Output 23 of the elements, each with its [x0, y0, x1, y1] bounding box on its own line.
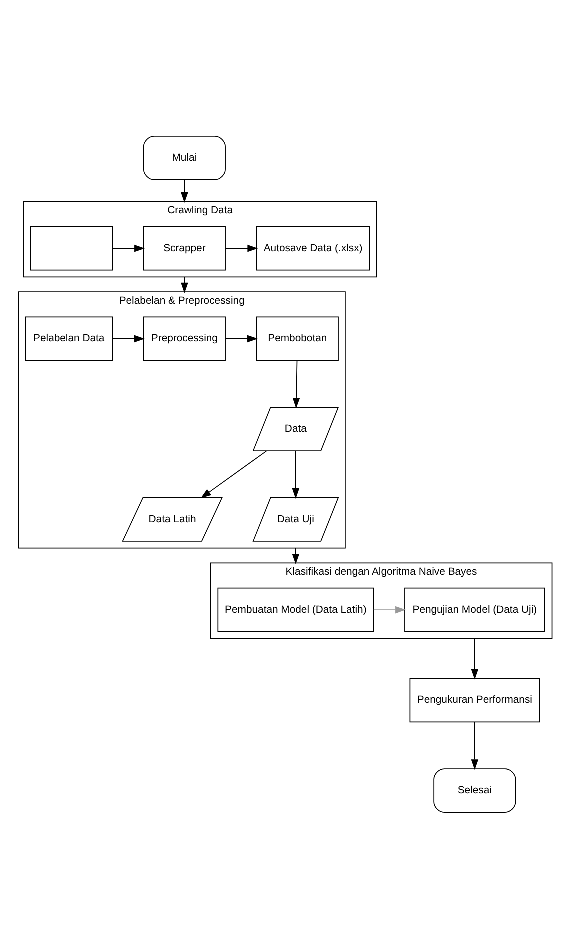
node-box: Pembuatan Model (Data Latih): [218, 587, 374, 632]
node-box: Preprocessing: [143, 316, 226, 361]
arrow: [112, 244, 145, 252]
arrow: [373, 606, 406, 614]
arrow: [112, 334, 145, 342]
arrow: [471, 638, 479, 680]
node-box: Pembobotan: [256, 316, 339, 361]
arrow: [225, 244, 258, 252]
arrow: [200, 450, 268, 498]
node-box: Selesai: [434, 768, 516, 812]
arrow: [292, 360, 300, 408]
arrow: [181, 179, 188, 202]
node-box: Scrapper: [143, 226, 226, 270]
arrow: [292, 547, 300, 564]
arrow: [225, 334, 258, 342]
node-box: Pengukuran Performansi: [410, 678, 540, 722]
node-box: Pengujian Model (Data Uji): [404, 587, 546, 632]
node-box: [30, 226, 114, 270]
arrow: [471, 721, 479, 770]
arrow: [292, 450, 300, 498]
node-box: Mulai: [143, 136, 226, 180]
node-box: Pelabelan Data: [25, 316, 114, 361]
node-box: Autosave Data (.xlsx): [256, 226, 370, 270]
